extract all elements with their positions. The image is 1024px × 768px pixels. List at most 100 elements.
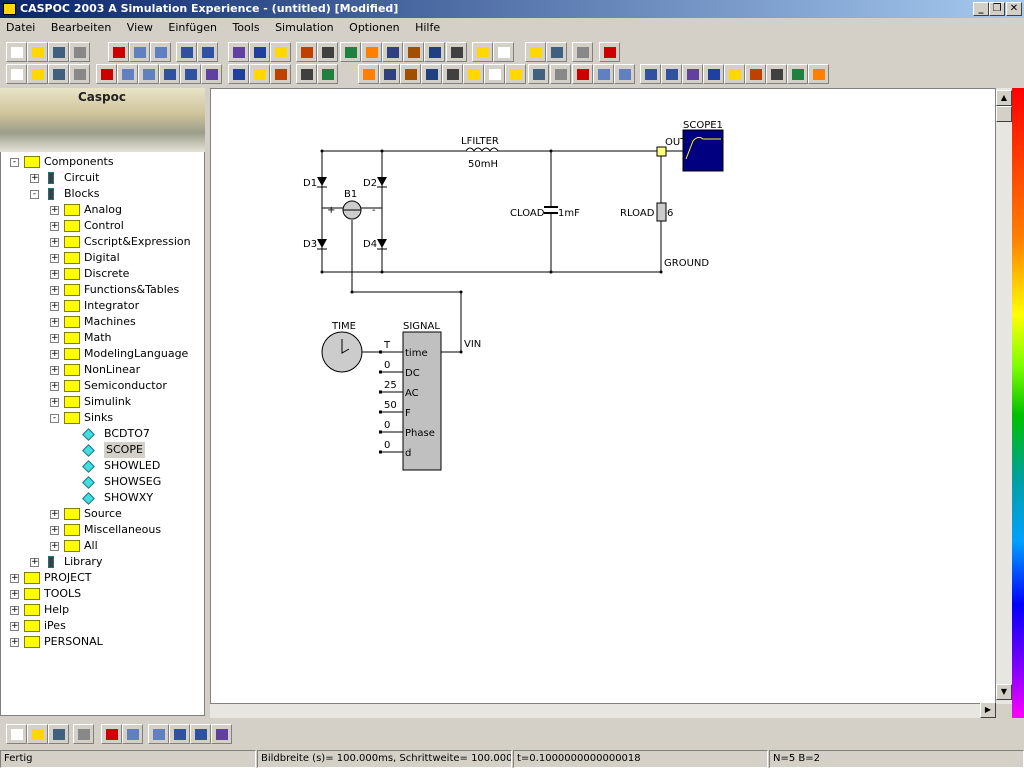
comp-button-2[interactable] (48, 64, 69, 84)
tree-expander-icon[interactable]: + (50, 317, 59, 327)
main-button-25[interactable] (599, 42, 620, 62)
comp-button-30[interactable] (682, 64, 703, 84)
main-button-23[interactable] (546, 42, 567, 62)
tree-item-project[interactable]: PROJECT (44, 571, 92, 584)
tree-item-digital[interactable]: Digital (84, 251, 120, 264)
main-button-24[interactable] (572, 42, 593, 62)
menu-einfuegen[interactable]: Einfügen (168, 21, 217, 34)
view-button-4[interactable] (101, 724, 122, 744)
tree-expander-icon[interactable]: + (50, 349, 59, 359)
main-button-21[interactable] (493, 42, 514, 62)
comp-button-29[interactable] (661, 64, 682, 84)
comp-button-12[interactable] (270, 64, 291, 84)
comp-button-23[interactable] (528, 64, 549, 84)
tree-expander-icon[interactable]: + (10, 573, 19, 583)
tree-item-tools[interactable]: TOOLS (44, 587, 82, 600)
tree-item-miscellaneous[interactable]: Miscellaneous (84, 523, 162, 536)
main-button-1[interactable] (27, 42, 48, 62)
tree-item-cscript-expression[interactable]: Cscript&Expression (84, 235, 191, 248)
view-button-0[interactable] (6, 724, 27, 744)
menu-bearbeiten[interactable]: Bearbeiten (50, 21, 112, 34)
comp-button-33[interactable] (745, 64, 766, 84)
tree-expander-icon[interactable]: + (10, 621, 19, 631)
main-button-12[interactable] (296, 42, 317, 62)
tree-expander-icon[interactable]: + (30, 173, 39, 183)
tree-item-personal[interactable]: PERSONAL (44, 635, 103, 648)
tree-item-simulink[interactable]: Simulink (84, 395, 132, 408)
tree-item-showled[interactable]: SHOWLED (104, 459, 161, 472)
tree-expander-icon[interactable]: - (30, 190, 39, 199)
tree-expander-icon[interactable]: + (50, 205, 59, 215)
comp-button-36[interactable] (808, 64, 829, 84)
main-button-16[interactable] (382, 42, 403, 62)
comp-button-28[interactable] (640, 64, 661, 84)
tree-item-showseg[interactable]: SHOWSEG (104, 475, 162, 488)
maximize-button[interactable]: ❐ (989, 2, 1005, 16)
menu-view[interactable]: View (126, 21, 153, 34)
minimize-button[interactable]: _ (973, 2, 989, 16)
main-button-8[interactable] (197, 42, 218, 62)
comp-button-8[interactable] (180, 64, 201, 84)
main-button-22[interactable] (525, 42, 546, 62)
main-button-0[interactable] (6, 42, 27, 62)
comp-button-19[interactable] (442, 64, 463, 84)
scroll-thumb[interactable] (996, 106, 1012, 122)
comp-button-27[interactable] (614, 64, 635, 84)
tree-item-analog[interactable]: Analog (84, 203, 123, 216)
comp-button-32[interactable] (724, 64, 745, 84)
comp-button-5[interactable] (117, 64, 138, 84)
comp-button-10[interactable] (228, 64, 249, 84)
comp-button-0[interactable] (6, 64, 27, 84)
comp-button-34[interactable] (766, 64, 787, 84)
tree-item-machines[interactable]: Machines (84, 315, 136, 328)
comp-button-13[interactable] (296, 64, 317, 84)
comp-button-35[interactable] (787, 64, 808, 84)
comp-button-1[interactable] (27, 64, 48, 84)
menu-simulation[interactable]: Simulation (275, 21, 334, 34)
tree-item-semiconductor[interactable]: Semiconductor (84, 379, 167, 392)
comp-button-22[interactable] (505, 64, 526, 84)
view-button-9[interactable] (211, 724, 232, 744)
tree-item-integrator[interactable]: Integrator (84, 299, 140, 312)
tree-expander-icon[interactable]: + (50, 397, 59, 407)
tree-expander-icon[interactable]: + (50, 333, 59, 343)
menu-hilfe[interactable]: Hilfe (415, 21, 441, 34)
comp-button-11[interactable] (249, 64, 270, 84)
main-button-14[interactable] (340, 42, 361, 62)
tree-expander-icon[interactable]: - (50, 414, 59, 423)
tree-expander-icon[interactable]: + (50, 269, 59, 279)
scroll-up-icon[interactable]: ▲ (996, 90, 1012, 106)
main-button-6[interactable] (150, 42, 171, 62)
main-button-2[interactable] (48, 42, 69, 62)
view-button-5[interactable] (122, 724, 143, 744)
tree-item-source[interactable]: Source (84, 507, 122, 520)
tree-item-showxy[interactable]: SHOWXY (104, 491, 154, 504)
view-button-2[interactable] (48, 724, 69, 744)
comp-button-15[interactable] (358, 64, 379, 84)
comp-button-3[interactable] (69, 64, 90, 84)
tree-expander-icon[interactable]: + (50, 221, 59, 231)
tree-item-control[interactable]: Control (84, 219, 124, 232)
tree-expander-icon[interactable]: + (50, 285, 59, 295)
comp-button-24[interactable] (550, 64, 571, 84)
signal-port-pin[interactable] (379, 350, 382, 354)
tree-item-functions-tables[interactable]: Functions&Tables (84, 283, 180, 296)
signal-port-pin[interactable] (379, 370, 382, 374)
comp-button-9[interactable] (201, 64, 222, 84)
main-button-10[interactable] (249, 42, 270, 62)
main-button-9[interactable] (228, 42, 249, 62)
comp-button-31[interactable] (703, 64, 724, 84)
horizontal-scrollbar[interactable] (210, 704, 996, 718)
tree-item-nonlinear[interactable]: NonLinear (84, 363, 141, 376)
menu-datei[interactable]: Datei (6, 21, 36, 34)
view-button-3[interactable] (73, 724, 94, 744)
signal-port-pin[interactable] (379, 410, 382, 414)
tree-item-discrete[interactable]: Discrete (84, 267, 130, 280)
tree-item-blocks[interactable]: Blocks (64, 187, 100, 200)
view-button-6[interactable] (148, 724, 169, 744)
tree-item-all[interactable]: All (84, 539, 98, 552)
resistor-rload[interactable] (656, 202, 667, 222)
menu-optionen[interactable]: Optionen (349, 21, 400, 34)
view-button-8[interactable] (190, 724, 211, 744)
